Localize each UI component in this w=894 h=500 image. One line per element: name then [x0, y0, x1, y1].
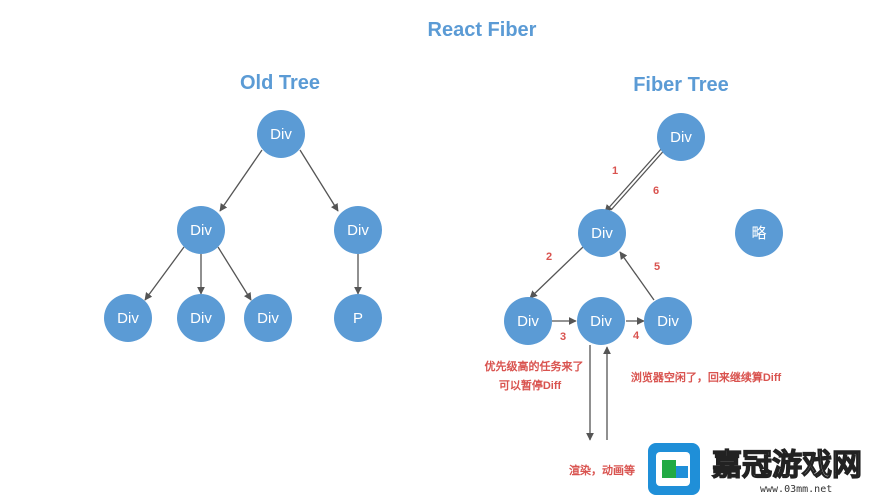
old-edge-left-child1	[144, 246, 185, 301]
fiber-edge-step1	[604, 147, 663, 213]
fiber-tree-leaf-1: Div	[504, 297, 552, 345]
interrupt-note-line2: 可以暂停Diff	[499, 378, 562, 392]
old-tree-leaf-3: Div	[244, 294, 292, 342]
watermark-text: 嘉冠游戏网	[712, 448, 862, 483]
old-tree-title: Old Tree	[240, 72, 320, 94]
fiber-tree-omitted-node: 略	[735, 209, 783, 257]
old-edge-root-right	[299, 149, 339, 212]
old-edge-left-child3	[217, 246, 252, 301]
step-1-label: 1	[612, 165, 618, 177]
step-5-label: 5	[654, 261, 660, 273]
fiber-tree-title: Fiber Tree	[633, 74, 729, 96]
node-label: Div	[190, 310, 212, 327]
node-label: P	[353, 310, 363, 327]
step-3-label: 3	[560, 331, 566, 343]
step-2-label: 2	[546, 251, 552, 263]
old-tree-leaf-p: P	[334, 294, 382, 342]
fiber-tree-edges	[529, 145, 669, 441]
step-6-label: 6	[653, 185, 659, 197]
node-label: Div	[517, 313, 539, 330]
watermark-logo	[648, 443, 700, 495]
old-tree-node-root: Div	[257, 110, 305, 158]
watermark: 嘉冠游戏网 www.03mm.net	[644, 438, 894, 500]
old-tree-node-left: Div	[177, 206, 225, 254]
fiber-tree-node-root: Div	[657, 113, 705, 161]
watermark-url: www.03mm.net	[760, 484, 832, 495]
fiber-edge-step6	[610, 145, 669, 211]
node-label: 略	[751, 225, 766, 242]
diagram-title: React Fiber	[428, 19, 537, 41]
node-label: Div	[670, 129, 692, 146]
old-tree-edges	[144, 149, 362, 301]
render-note: 渲染，动画等	[569, 463, 635, 477]
node-label: Div	[117, 310, 139, 327]
node-label: Div	[347, 222, 369, 239]
node-label: Div	[190, 222, 212, 239]
old-edge-root-left	[219, 149, 263, 212]
interrupt-note-line1: 优先级高的任务来了	[485, 359, 584, 373]
fiber-tree-leaf-2: Div	[577, 297, 625, 345]
old-tree-node-right: Div	[334, 206, 382, 254]
fiber-tree-leaf-3: Div	[644, 297, 692, 345]
resume-note: 浏览器空闲了，回来继续算Diff	[631, 370, 782, 384]
old-tree-leaf-1: Div	[104, 294, 152, 342]
fiber-edge-step5	[619, 251, 655, 301]
node-label: Div	[270, 126, 292, 143]
fiber-edge-step2	[529, 246, 584, 299]
node-label: Div	[590, 313, 612, 330]
node-label: Div	[257, 310, 279, 327]
node-label: Div	[657, 313, 679, 330]
old-tree-leaf-2: Div	[177, 294, 225, 342]
node-label: Div	[591, 225, 613, 242]
step-4-label: 4	[633, 330, 640, 342]
fiber-tree-node-child: Div	[578, 209, 626, 257]
